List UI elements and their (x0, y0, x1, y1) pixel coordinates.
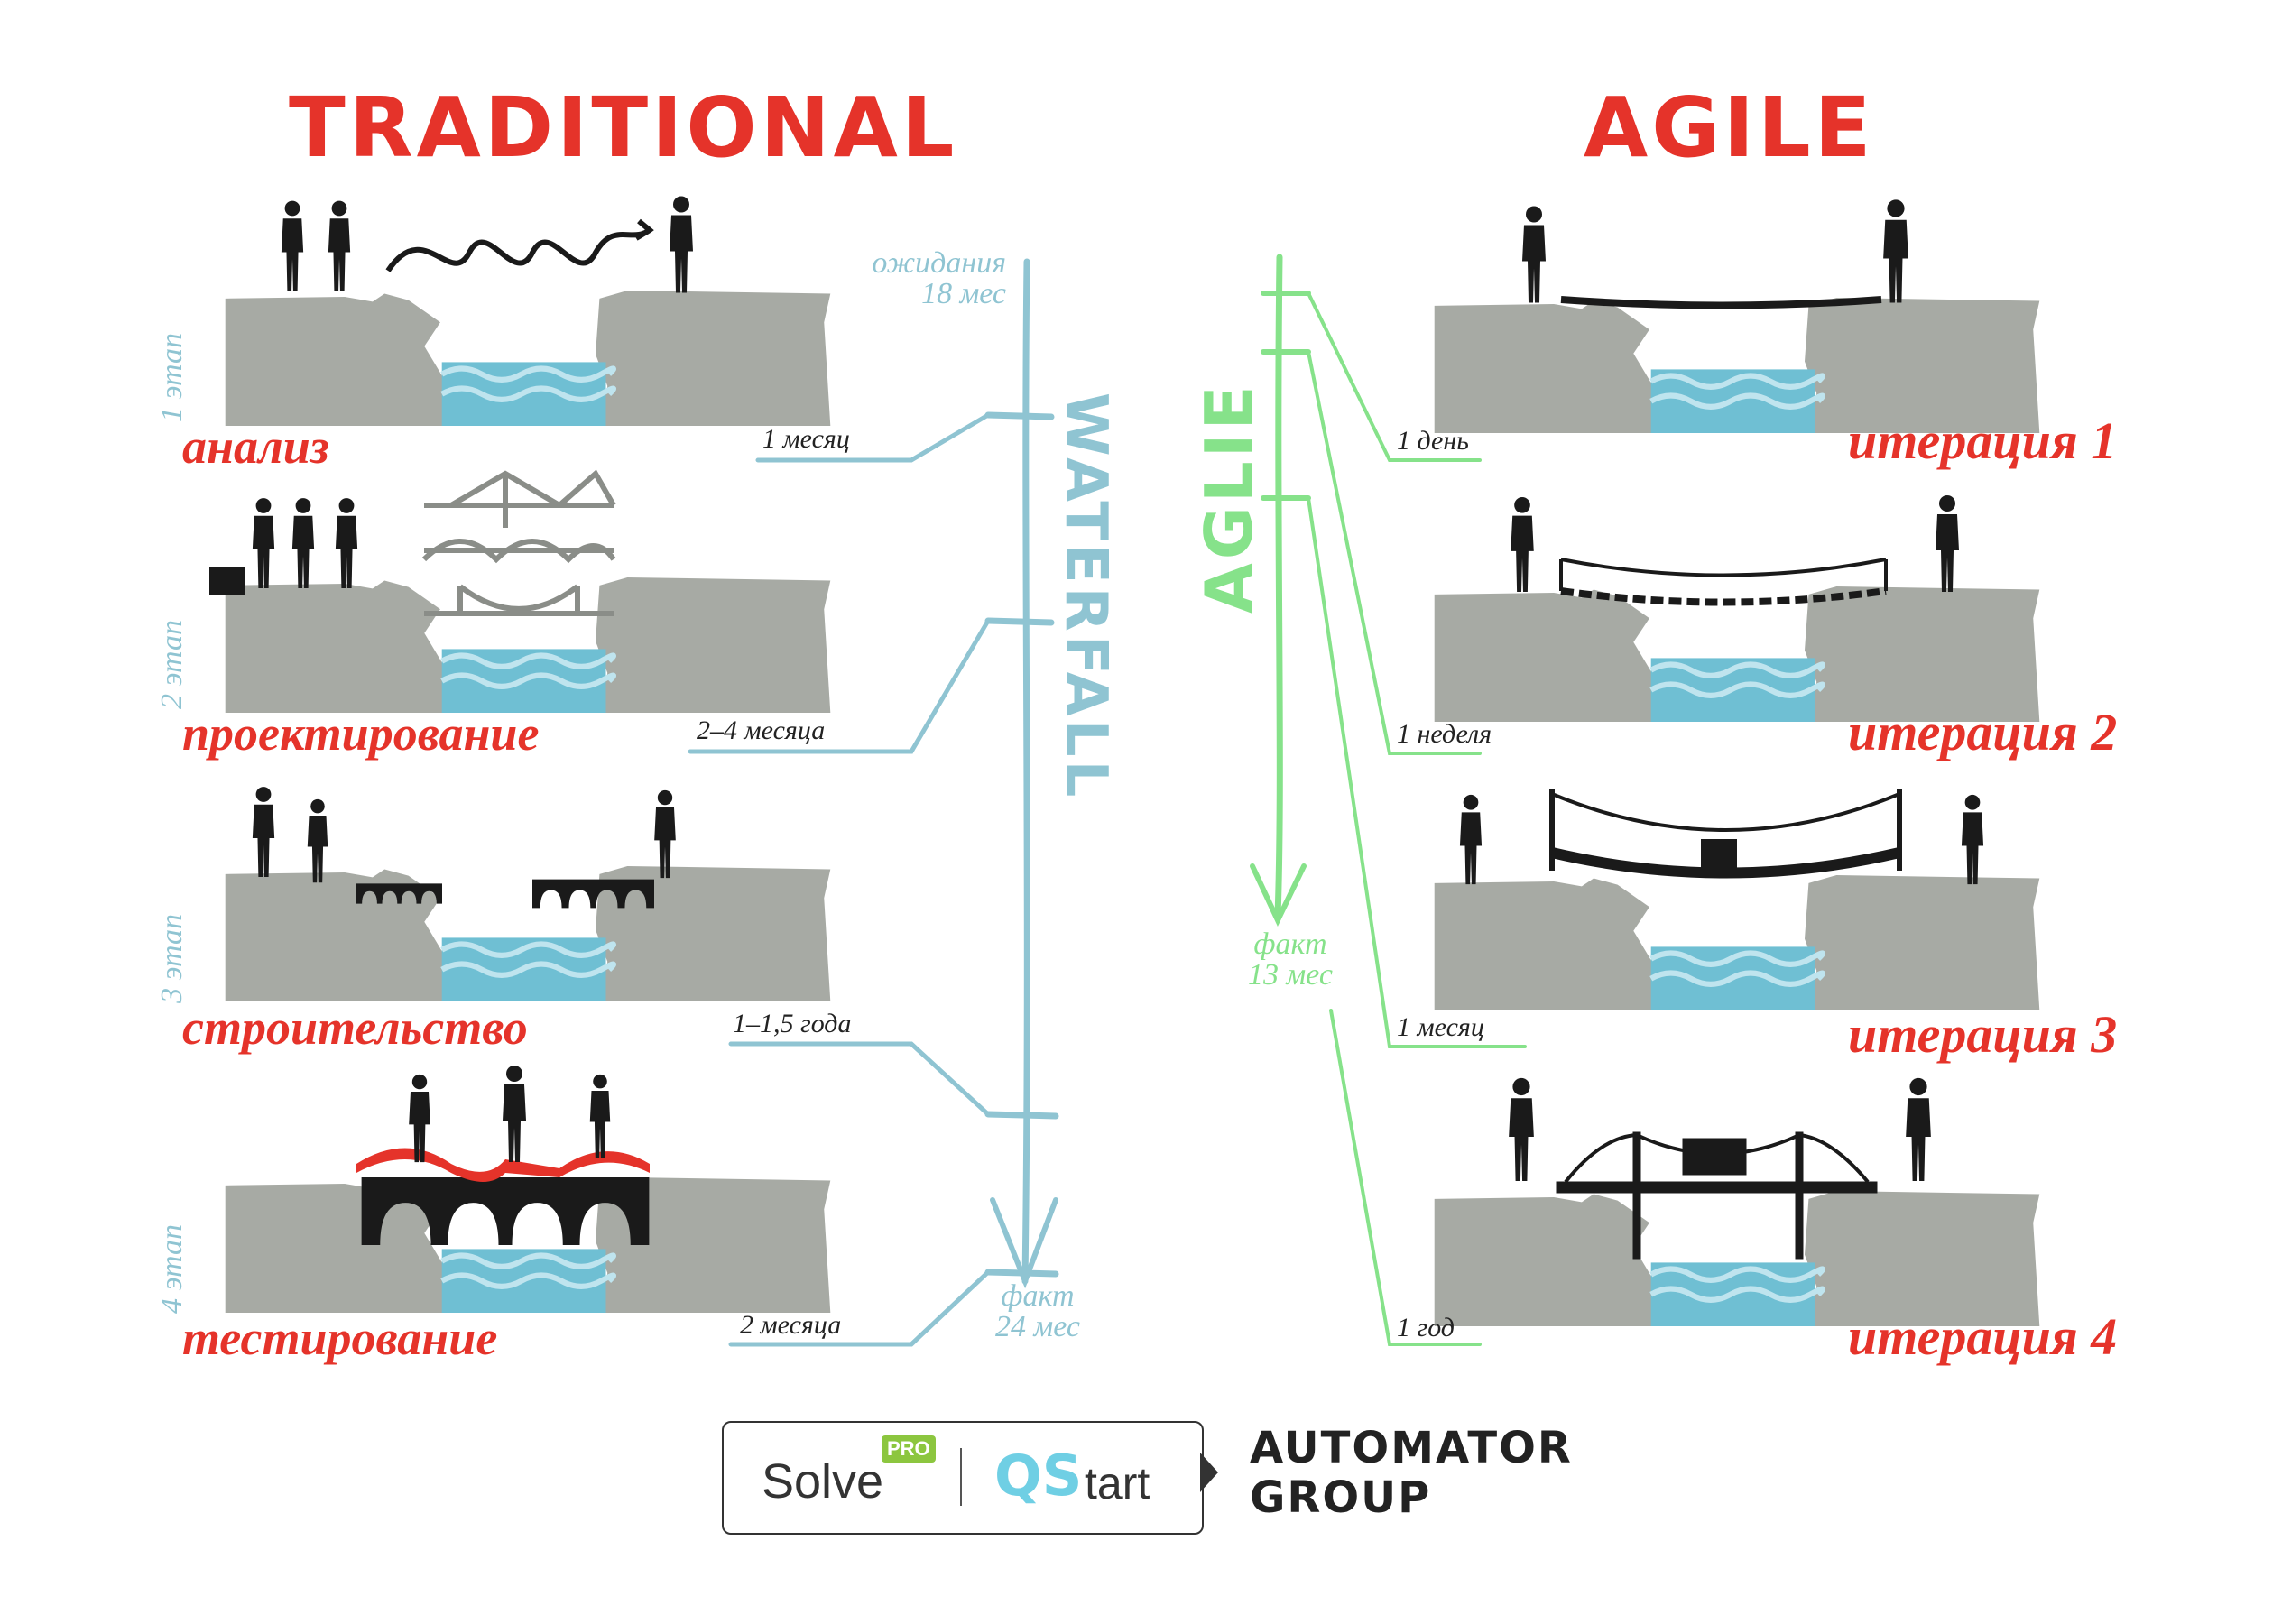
automator-line-1: AUTOMATOR (1250, 1423, 1573, 1473)
logo-divider (960, 1448, 962, 1506)
agile-fact-line-1: факт (1253, 927, 1327, 961)
agile-panel-1 (1435, 199, 2040, 433)
stage-4-name: тестирование (182, 1311, 498, 1365)
stage-1-duration: 1 месяц (762, 424, 850, 454)
agile-panel-2 (1435, 495, 2040, 722)
suspension-bridge-icon (1549, 789, 1902, 879)
traditional-heading: TRADITIONAL (289, 79, 958, 176)
logo-pointer-icon (1200, 1453, 1218, 1492)
stage-2-number: 2 этап (155, 619, 189, 709)
qs-logo-text: QS (994, 1443, 1083, 1509)
bridge-sketches-icon (421, 469, 616, 616)
solve-qstart-logo: Solve PRO QS tart (722, 1421, 1204, 1535)
traditional-fact-line-1: факт (1001, 1279, 1075, 1313)
expectation-note-line-1: ожидания (872, 246, 1006, 280)
traditional-panel-2 (209, 469, 830, 713)
pro-badge: PRO (882, 1435, 936, 1463)
agile-fact-note: факт 13 мес (1232, 929, 1349, 991)
agile-panel-3 (1435, 789, 2040, 1010)
stage-4-number: 4 этап (155, 1223, 189, 1314)
traditional-panel-3 (226, 787, 831, 1001)
iteration-1-name: итерация 1 (1848, 411, 2118, 470)
automator-logo: AUTOMATOR GROUP (1250, 1423, 1573, 1524)
expectation-note-line-2: 18 мес (921, 277, 1006, 310)
automator-line-2: GROUP (1250, 1472, 1432, 1524)
stage-3-duration: 1–1,5 года (733, 1009, 852, 1038)
iteration-2-duration: 1 неделя (1397, 719, 1492, 749)
iteration-2-name: итерация 2 (1848, 703, 2118, 761)
rope-icon (1560, 296, 1882, 309)
truss-bridge-icon (1556, 1131, 1878, 1260)
traditional-fact-line-2: 24 мес (995, 1310, 1080, 1343)
agile-fact-line-2: 13 мес (1248, 958, 1333, 992)
traditional-panel-4 (226, 1066, 831, 1313)
tart-logo-text: tart (1085, 1458, 1150, 1509)
stage-3-number: 3 этап (155, 913, 189, 1003)
agile-panel-4 (1435, 1077, 2040, 1326)
ribbon-icon (356, 1148, 650, 1182)
stage-4-duration: 2 месяца (740, 1310, 842, 1340)
traditional-fact-note: факт 24 мес (975, 1281, 1101, 1343)
waterfall-timeline (688, 258, 1059, 1347)
stage-1-name: анализ (182, 420, 329, 474)
stage-2-duration: 2–4 месяца (697, 715, 826, 745)
stage-3-name: строительство (182, 1001, 528, 1055)
waterfall-label: WATERFALL (1052, 392, 1119, 801)
agile-vertical-label: AGLIE (1191, 382, 1267, 614)
briefcase-icon (209, 567, 245, 595)
iteration-4-name: итерация 4 (1848, 1307, 2118, 1366)
iteration-4-duration: 1 год (1397, 1313, 1455, 1343)
solve-logo-text: Solve (762, 1454, 884, 1509)
traditional-panel-1 (226, 196, 831, 427)
iteration-3-duration: 1 месяц (1397, 1012, 1484, 1042)
stage-1-number: 1 этап (155, 332, 189, 422)
agile-heading: AGILE (1584, 79, 1875, 176)
loop-arrow-icon (385, 218, 654, 272)
rope-bridge-icon (1559, 558, 1888, 606)
agile-timeline (1250, 254, 1527, 1346)
iteration-3-name: итерация 3 (1848, 1005, 2118, 1064)
expectation-note: ожидания 18 мес (835, 248, 1006, 309)
stage-2-name: проектирование (182, 706, 540, 761)
iteration-1-duration: 1 день (1397, 426, 1469, 456)
